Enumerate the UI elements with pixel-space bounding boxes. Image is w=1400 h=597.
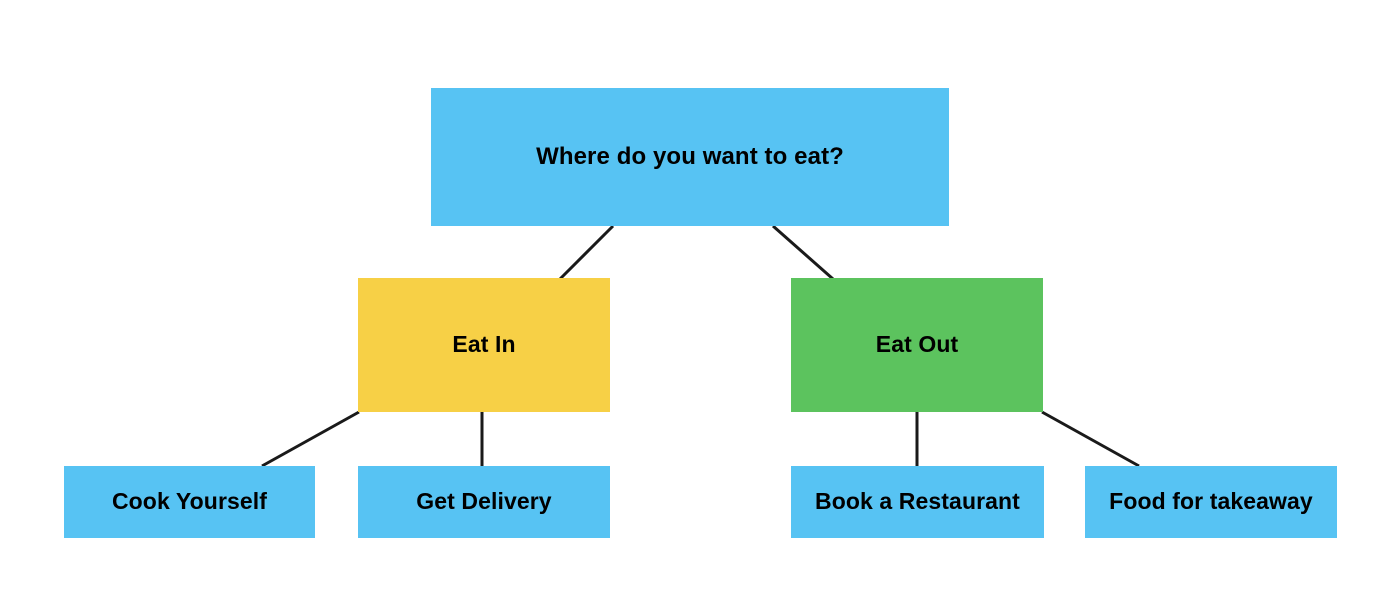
node-label-food-for-takeaway: Food for takeaway	[1109, 488, 1313, 515]
node-label-root: Where do you want to eat?	[536, 142, 844, 170]
node-book-a-restaurant[interactable]: Book a Restaurant	[791, 466, 1044, 538]
connector-root-to-eat-in	[558, 224, 615, 281]
connector-eat-out-to-food-for-takeaway	[1041, 410, 1140, 468]
node-root[interactable]: Where do you want to eat?	[431, 88, 949, 226]
connector-eat-in-to-cook-yourself	[261, 410, 360, 468]
node-label-book-a-restaurant: Book a Restaurant	[815, 488, 1020, 515]
node-get-delivery[interactable]: Get Delivery	[358, 466, 610, 538]
node-cook-yourself[interactable]: Cook Yourself	[64, 466, 315, 538]
node-eat-out[interactable]: Eat Out	[791, 278, 1043, 412]
node-label-eat-in: Eat In	[452, 331, 516, 358]
node-label-get-delivery: Get Delivery	[416, 488, 552, 515]
connector-root-to-eat-out	[772, 224, 834, 281]
node-food-for-takeaway[interactable]: Food for takeaway	[1085, 466, 1337, 538]
node-label-cook-yourself: Cook Yourself	[111, 488, 268, 515]
node-eat-in[interactable]: Eat In	[358, 278, 610, 412]
node-label-eat-out: Eat Out	[875, 331, 959, 358]
